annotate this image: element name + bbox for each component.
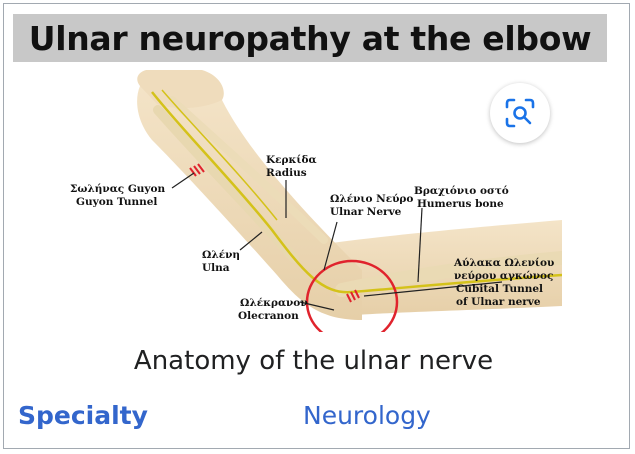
- specialty-value-link[interactable]: Neurology: [303, 401, 431, 430]
- humerus-bone: [335, 251, 562, 297]
- label-ulnar-nerve-greek: Ωλένιο Νεύρο: [330, 193, 413, 205]
- infobox-title-bar: Ulnar neuropathy at the elbow: [13, 14, 607, 62]
- label-guyon-greek: Σωλήνας Guyon: [70, 182, 166, 195]
- anatomy-figure[interactable]: Σωλήνας Guyon Guyon Tunnel Κερκίδα Radiu…: [62, 70, 562, 332]
- cubital-compression-mark: [346, 289, 360, 303]
- visual-search-button[interactable]: [490, 83, 550, 143]
- label-cubital-english-2: of Ulnar nerve: [456, 296, 541, 308]
- ulna-bone: [153, 105, 299, 263]
- visual-search-icon: [505, 98, 535, 128]
- label-olecranon-greek: Ωλέκρανον: [240, 297, 308, 309]
- figure-caption: Anatomy of the ulnar nerve: [133, 346, 494, 376]
- label-humerus-english: Humerus bone: [417, 198, 504, 210]
- label-humerus-greek: Βραχιόνιο οστό: [414, 185, 509, 197]
- specialty-label-link[interactable]: Specialty: [18, 401, 148, 430]
- label-cubital-greek-2: νεύρου αγκώνος: [454, 270, 553, 282]
- label-radius-greek: Κερκίδα: [266, 153, 317, 166]
- leader-lines: [171, 172, 503, 311]
- page-title: Ulnar neuropathy at the elbow: [28, 18, 592, 58]
- elbow-highlight-circle: [305, 259, 399, 332]
- label-olecranon-english: Olecranon: [238, 310, 299, 322]
- radius-bone: [168, 96, 328, 244]
- label-guyon-english: Guyon Tunnel: [76, 196, 157, 208]
- label-ulnar-nerve-english: Ulnar Nerve: [330, 206, 402, 218]
- anatomy-illustration: Σωλήνας Guyon Guyon Tunnel Κερκίδα Radiu…: [70, 70, 562, 332]
- label-ulna-greek: Ωλένη: [202, 249, 240, 261]
- label-radius-english: Radius: [266, 167, 307, 179]
- label-cubital-greek-1: Αύλακα Ωλενίου: [453, 256, 554, 269]
- ulnar-nerve-branch: [161, 89, 278, 221]
- guyon-compression-mark: [189, 163, 205, 177]
- label-cubital-english-1: Cubital Tunnel: [456, 283, 543, 295]
- label-ulna-english: Ulna: [202, 262, 230, 274]
